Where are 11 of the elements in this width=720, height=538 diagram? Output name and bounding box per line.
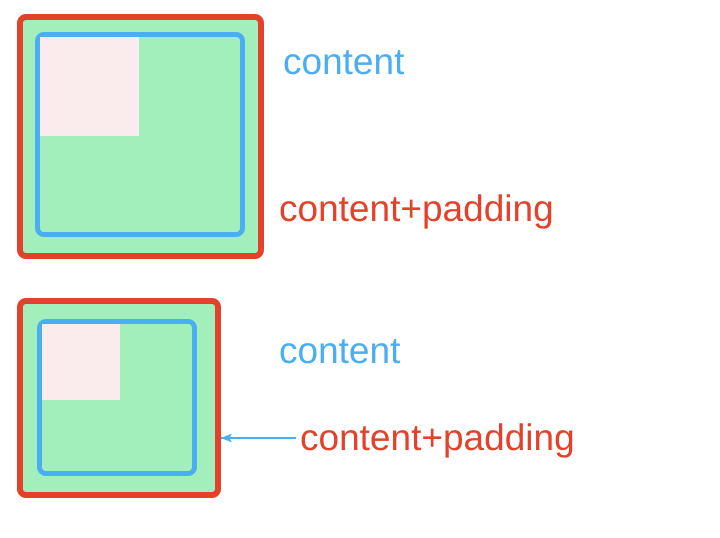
text-label: content: [283, 41, 404, 83]
content-square: [40, 37, 139, 136]
inner-box: [37, 319, 197, 476]
text-label: content+padding: [300, 417, 575, 459]
outer-box: [17, 14, 264, 259]
outer-box: [17, 298, 221, 498]
text-label: content: [279, 330, 400, 372]
inner-box: [35, 32, 245, 237]
text-label: content+padding: [279, 188, 554, 230]
arrow: [221, 434, 296, 442]
content-square: [42, 324, 120, 400]
